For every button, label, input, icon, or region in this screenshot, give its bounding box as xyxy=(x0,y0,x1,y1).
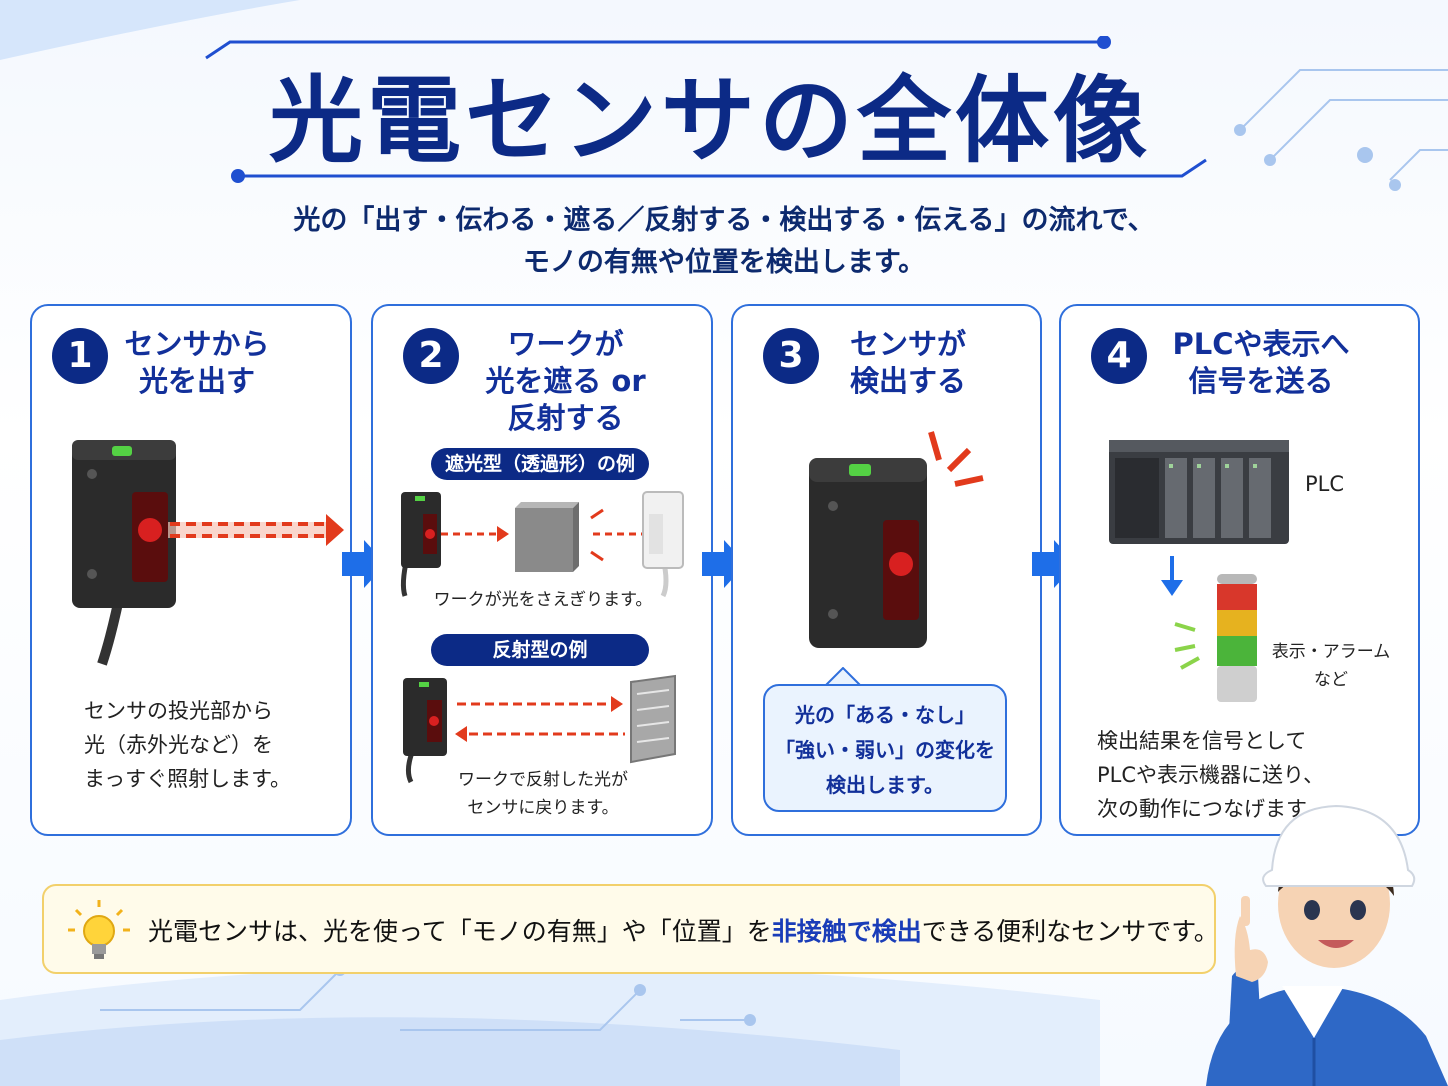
step-4-description: 検出結果を信号として PLCや表示機器に送り、 次の動作につなげます。 xyxy=(1097,729,1326,821)
plc-label: PLC xyxy=(1305,472,1345,496)
step-4-title: PLCや表示へ 信号を送る xyxy=(1172,327,1350,398)
plc-icon xyxy=(1109,440,1289,544)
signal-tower-icon xyxy=(1174,574,1257,702)
example-1-label: 遮光型（透過形）の例 xyxy=(431,448,649,480)
step-2-number: 2 xyxy=(403,328,459,384)
step-3-number: 3 xyxy=(763,328,819,384)
worker-character xyxy=(1206,804,1448,1086)
step-1-number: 1 xyxy=(52,328,108,384)
photoelectric-sensor-icon xyxy=(72,440,344,666)
summary-text-before: 光電センサは、光を使って「モノの有無」や「位置」を xyxy=(148,917,772,946)
summary-box: 光電センサは、光を使って「モノの有無」や「位置」を非接触で検出できる便利なセンサ… xyxy=(42,884,1219,974)
arrow-down-icon xyxy=(1161,556,1183,596)
bubble-tail xyxy=(824,667,862,687)
step-4-number: 4 xyxy=(1091,328,1147,384)
detecting-sensor-icon xyxy=(809,431,984,648)
step-1-card: 1 センサから 光を出す センサの投光部から 光（赤外光など）を まっすぐ照射し… xyxy=(30,304,352,836)
title-frame-lines xyxy=(205,36,1207,183)
tower-label: 表示・アラーム など xyxy=(1271,642,1391,690)
summary-highlight: 非接触で検出 xyxy=(771,917,922,946)
transmissive-example-diagram xyxy=(400,491,684,598)
page-title: 光電センサの全体像 xyxy=(268,67,1151,176)
step-1-description: センサの投光部から 光（赤外光など）を まっすぐ照射します。 xyxy=(84,699,292,791)
step-3-bubble: 光の「ある・なし」 「強い・弱い」の変化を 検出します。 xyxy=(763,684,1007,812)
example-2-label: 反射型の例 xyxy=(431,634,649,666)
subtitle-line-1: 光の「出す・伝わる・遮る／反射する・検出する・伝える」の流れで、 xyxy=(293,205,1155,236)
step-1-title: センサから 光を出す xyxy=(124,327,270,398)
lightbulb-icon xyxy=(68,900,130,959)
step-3-title: センサが 検出する xyxy=(849,327,966,398)
step-4-card: 4 PLCや表示へ 信号を送る PLC 表示・アラーム など 検出結果を信号とし… xyxy=(1059,304,1420,836)
title-banner: 光電センサの全体像 xyxy=(200,36,1220,186)
step-3-card: 3 センサが 検出する 光の「ある・なし」 「強い・弱い」の変化を 検出します。 xyxy=(731,304,1042,836)
step-2-card: 2 ワークが 光を遮る or 反射する 遮光型（透過形）の例 ワークが光をさえぎ… xyxy=(371,304,713,836)
subtitle-line-2: モノの有無や位置を検出します。 xyxy=(522,247,926,278)
subtitle: 光の「出す・伝わる・遮る／反射する・検出する・伝える」の流れで、 モノの有無や位… xyxy=(0,200,1448,284)
summary-text-after: できる便利なセンサです。 xyxy=(921,917,1219,946)
example-1-caption: ワークが光をさえぎります。 xyxy=(433,590,653,610)
summary-text: 光電センサは、光を使って「モノの有無」や「位置」を非接触で検出できる便利なセンサ… xyxy=(148,912,1219,948)
step-2-title: ワークが 光を遮る or 反射する xyxy=(485,327,646,435)
example-2-caption: ワークで反射した光が センサに戻ります。 xyxy=(458,770,628,818)
reflective-example-diagram xyxy=(403,674,676,784)
